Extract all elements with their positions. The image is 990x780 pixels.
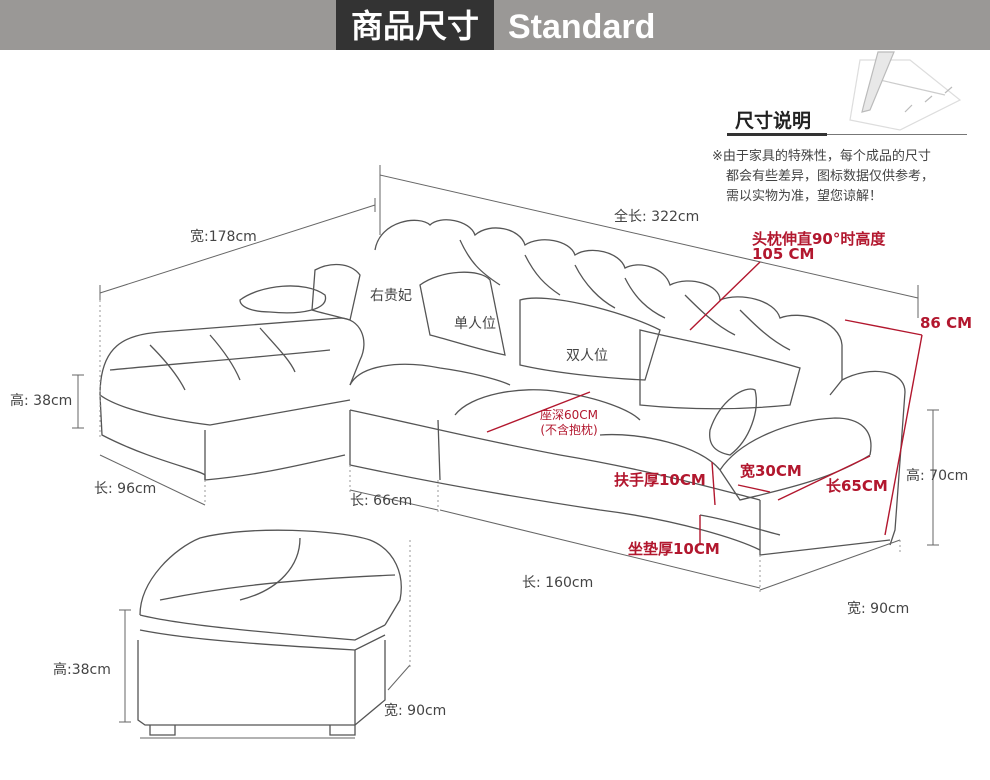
seat-label-double: 双人位 bbox=[566, 348, 608, 364]
width-90-sofa-label: 宽: 90cm bbox=[847, 601, 910, 617]
note-line-1: ※由于家具的特殊性，每个成品的尺寸 bbox=[712, 149, 931, 164]
seat-depth-note: (不含抱枕) bbox=[540, 423, 598, 437]
pencil-ruler-icon bbox=[849, 51, 962, 131]
cushion-thickness-label: 坐垫厚10CM bbox=[628, 540, 720, 558]
height-38-left-label: 高: 38cm bbox=[10, 393, 73, 409]
red-annotation-lines bbox=[486, 261, 923, 545]
seat-label-chaise: 右贵妃 bbox=[370, 288, 412, 304]
height-70-label: 高: 70cm bbox=[906, 468, 969, 484]
width-178-label: 宽:178cm bbox=[190, 229, 257, 245]
length-160-label: 长: 160cm bbox=[522, 575, 594, 591]
total-length-label: 全长: 322cm bbox=[614, 209, 700, 225]
dimension-lines bbox=[72, 165, 939, 739]
size-note-title: 尺寸说明 bbox=[735, 110, 812, 132]
note-line-2: 都会有些差异，图标数据仅供参考， bbox=[726, 169, 935, 184]
note-line-3: 需以实物为准，望您谅解！ bbox=[726, 189, 883, 204]
headrest-height-value: 105 CM bbox=[752, 245, 815, 263]
title-chinese: 商品尺寸 bbox=[336, 0, 494, 50]
armrest-thickness-label: 扶手厚10CM bbox=[614, 471, 706, 489]
arm-length-label: 长65CM bbox=[826, 477, 888, 495]
title-english: Standard bbox=[508, 8, 656, 46]
arm-width-label: 宽30CM bbox=[740, 462, 802, 480]
width-90-stool-label: 宽: 90cm bbox=[384, 703, 447, 719]
headrest-height-label: 头枕伸直90°时高度 bbox=[752, 230, 886, 248]
header-bar: 商品尺寸 Standard bbox=[0, 0, 990, 50]
length-66-label: 长: 66cm bbox=[350, 493, 413, 509]
seat-depth-value: 座深60CM bbox=[540, 408, 599, 422]
seat-label-single: 单人位 bbox=[454, 316, 496, 332]
height-38-stool-label: 高:38cm bbox=[53, 662, 111, 678]
height-86-label: 86 CM bbox=[920, 314, 973, 332]
length-96-label: 长: 96cm bbox=[94, 481, 157, 497]
note-divider bbox=[727, 133, 967, 136]
seat-depth-label: 座深60CM (不含抱枕) bbox=[540, 408, 598, 438]
size-note-text: ※由于家具的特殊性，每个成品的尺寸 都会有些差异，图标数据仅供参考， 需以实物为… bbox=[712, 147, 980, 207]
